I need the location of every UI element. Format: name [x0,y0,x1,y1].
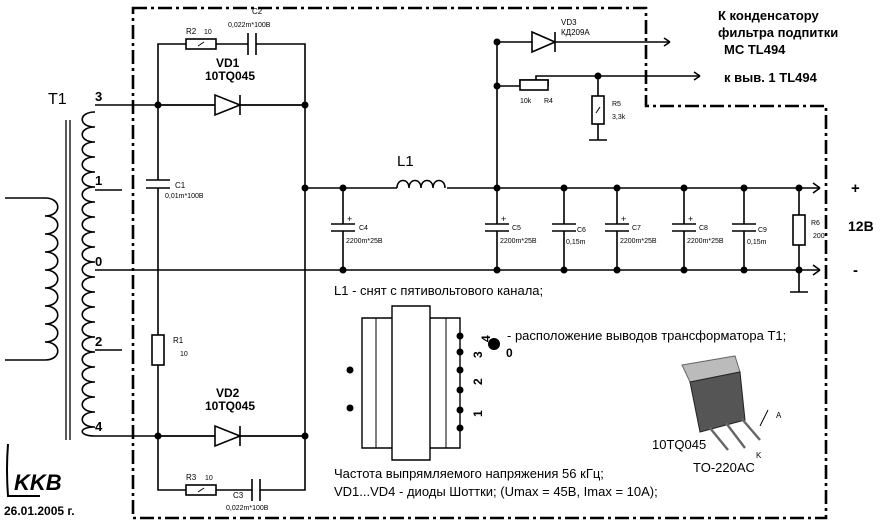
pin-legend: - расположение выводов трансформатора T1… [507,328,786,343]
c6-capacitor [552,223,576,232]
c1-value: 0,01m*100B [165,193,204,200]
c7-label: C7 [632,225,641,232]
pkg-anode-label: A [776,411,782,420]
r5-resistor [591,95,605,125]
c2-value: 0,022m*100B [228,22,271,29]
pin-4-label: 4 [479,335,493,342]
r4-resistor [519,79,549,91]
c7-plus: + [621,214,626,224]
c3-value: 0,022m*100B [226,505,269,512]
c8-plus: + [688,214,693,224]
minus-terminal: - [853,262,858,279]
vd1-label: VD1 [216,56,240,70]
r3-resistor [185,484,217,496]
secondary-winding [81,111,96,437]
pin-2-label: 2 [471,378,485,385]
c9-capacitor [732,223,756,232]
vd2-diode [214,424,243,448]
c4-plus: + [347,214,352,224]
r2-value: 10 [204,29,212,36]
r5-value: 3,3k [612,114,626,121]
t1-label: T1 [48,91,67,108]
tap-3-label: 3 [95,89,102,104]
c7-value: 2200m*25B [620,238,657,245]
c1-capacitor [146,179,170,189]
r1-label: R1 [173,336,184,345]
c2-capacitor [247,33,257,55]
to220-package [681,355,761,451]
r2-label: R2 [186,27,197,36]
primary-winding [44,197,59,361]
dest1-line1: К конденсатору [718,8,820,23]
vd3-label: VD3 [561,18,577,27]
c8-label: C8 [699,225,708,232]
logo-text: KKB [14,470,62,495]
r6-value: 200 [813,233,825,240]
date-label: 26.01.2005 г. [4,504,75,518]
c3-capacitor [251,479,261,501]
r3-label: R3 [186,473,197,482]
pkg-part-label: 10TQ045 [652,437,706,452]
c3-label: C3 [233,491,244,500]
r4-label: R4 [544,98,553,105]
tap-1-label: 1 [95,173,102,188]
r3-value: 10 [205,475,213,482]
c5-value: 2200m*25B [500,238,537,245]
enclosure-border [131,6,828,520]
dest1-line3: МС TL494 [724,42,786,57]
pin-1-label: 1 [471,410,485,417]
junction-dots [154,38,803,440]
tap-0-label: 0 [95,254,102,269]
dest1-line2: фильтра подпитки [718,25,838,40]
c9-value: 0,15m [747,239,767,246]
c5-label: C5 [512,225,521,232]
vd2-type: 10TQ045 [205,399,255,413]
plus-terminal: + [851,180,860,197]
l1-note: L1 - снят с пятивольтового канала; [334,283,543,298]
transformer-core [65,120,71,440]
c4-value: 2200m*25B [346,238,383,245]
c1-label: C1 [175,181,186,190]
freq-note: Частота выпрямляемого напряжения 56 кГц; [334,466,604,481]
c4-capacitor [331,223,355,232]
pkg-case-label: TO-220AC [693,460,755,475]
tap-2-label: 2 [95,334,102,349]
diode-note: VD1...VD4 - диоды Шоттки; (Umax = 45B, I… [334,484,658,499]
r5-label: R5 [612,101,621,108]
pin-3-label: 3 [471,351,485,358]
vd3-type: КД209А [561,28,590,37]
c7-capacitor [605,223,629,232]
vd2-label: VD2 [216,386,240,400]
vd1-type: 10TQ045 [205,69,255,83]
tap-4-label: 4 [95,419,103,434]
c5-plus: + [501,214,506,224]
dest2-label: к выв. 1 TL494 [724,70,818,85]
pin-0-label: 0 [506,346,513,360]
r4-value: 10k [520,98,532,105]
l1-label: L1 [397,153,414,170]
kkb-logo: KKB [6,443,62,497]
vd1-diode [214,93,243,117]
c5-capacitor [485,223,509,232]
r2-resistor [185,38,217,50]
c8-capacitor [672,223,696,232]
c2-label: C2 [252,7,263,16]
output-voltage: 12B [848,218,874,234]
r6-resistor [792,214,806,246]
r6-label: R6 [811,220,820,227]
pkg-cathode-label: K [756,451,762,460]
r1-value: 10 [180,351,188,358]
vd3-diode [531,30,558,54]
l1-inductor [396,179,446,189]
r1-resistor [151,334,165,366]
c6-value: 0,15m [566,239,586,246]
c9-label: C9 [758,227,767,234]
c8-value: 2200m*25B [687,238,724,245]
c4-label: C4 [359,225,368,232]
c6-label: C6 [577,227,586,234]
